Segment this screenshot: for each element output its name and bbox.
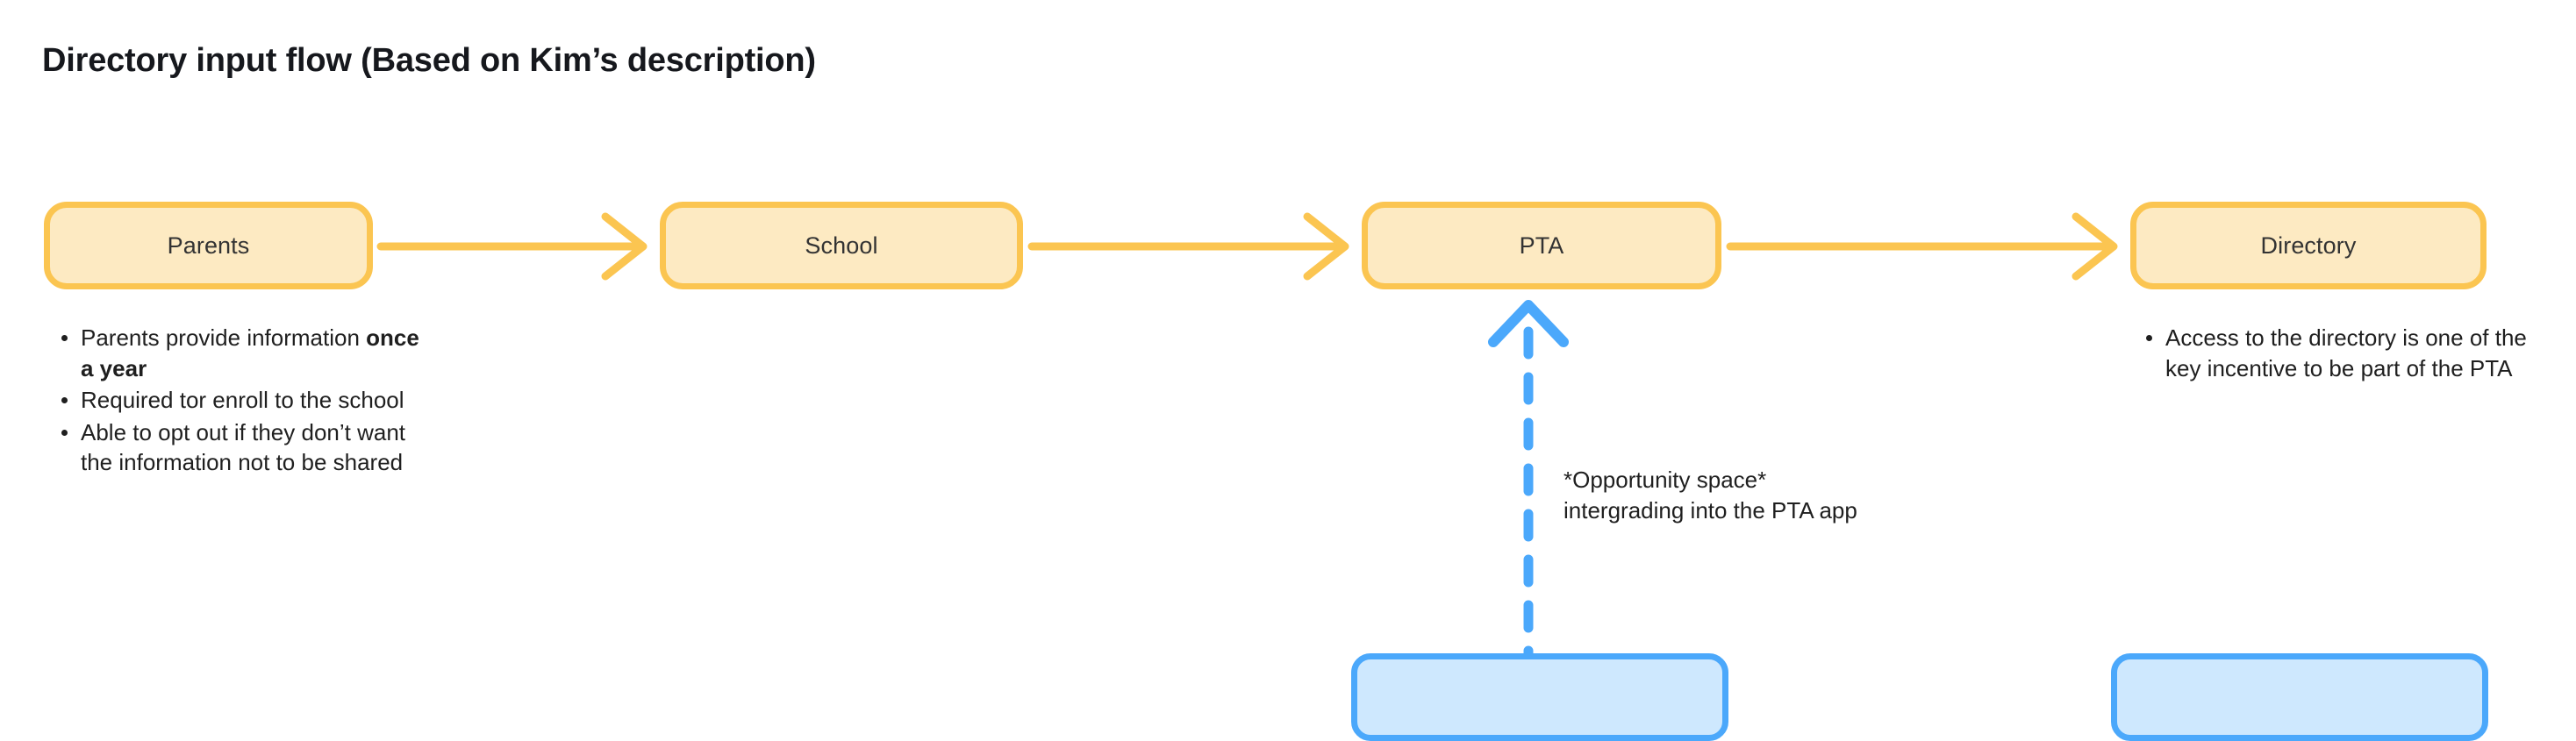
page-title: Directory input flow (Based on Kim’s des…	[42, 42, 816, 79]
opportunity-space-annotation: *Opportunity space* intergrading into th…	[1563, 465, 2020, 527]
note-parents: Parents provide information once a year …	[51, 323, 428, 480]
annotation-line-1: *Opportunity space*	[1563, 467, 1767, 493]
flow-node-school-label: School	[805, 232, 878, 259]
bullet-text-emphasis: once a year	[81, 324, 419, 381]
connector-pta-app-to-pta-dashed	[1488, 300, 1569, 673]
flow-node-parents[interactable]: Parents	[44, 202, 373, 289]
list-item: Required tor enroll to the school	[61, 385, 428, 416]
flow-connectors-layer	[376, 212, 2118, 673]
flow-node-parents-label: Parents	[167, 232, 250, 259]
flow-node-directory-blue-partial[interactable]	[2111, 653, 2488, 741]
bullet-text: Able to opt out if they don’t want the i…	[81, 418, 406, 476]
list-item: Parents provide information once a year	[61, 323, 428, 383]
annotation-line-2: intergrading into the PTA app	[1563, 497, 1857, 524]
flow-node-school[interactable]: School	[660, 202, 1023, 289]
flow-node-directory[interactable]: Directory	[2130, 202, 2487, 289]
list-item: Able to opt out if they don’t want the i…	[61, 417, 428, 478]
note-directory-list: Access to the directory is one of the ke…	[2136, 323, 2539, 383]
connector-school-to-pta	[1027, 212, 1349, 281]
connector-parents-to-school	[376, 212, 648, 281]
flow-node-directory-label: Directory	[2260, 232, 2357, 259]
list-item: Access to the directory is one of the ke…	[2146, 323, 2539, 383]
flow-node-pta-app-partial[interactable]	[1351, 653, 1728, 741]
flow-node-pta-label: PTA	[1519, 232, 1564, 259]
note-parents-list: Parents provide information once a year …	[51, 323, 428, 478]
connector-pta-to-directory	[1726, 212, 2118, 281]
bullet-text: Required tor enroll to the school	[81, 387, 404, 414]
bullet-text: Access to the directory is one of the ke…	[2165, 324, 2527, 381]
bullet-text: Parents provide information	[81, 324, 367, 351]
flow-node-pta[interactable]: PTA	[1362, 202, 1721, 289]
note-directory: Access to the directory is one of the ke…	[2136, 323, 2539, 385]
